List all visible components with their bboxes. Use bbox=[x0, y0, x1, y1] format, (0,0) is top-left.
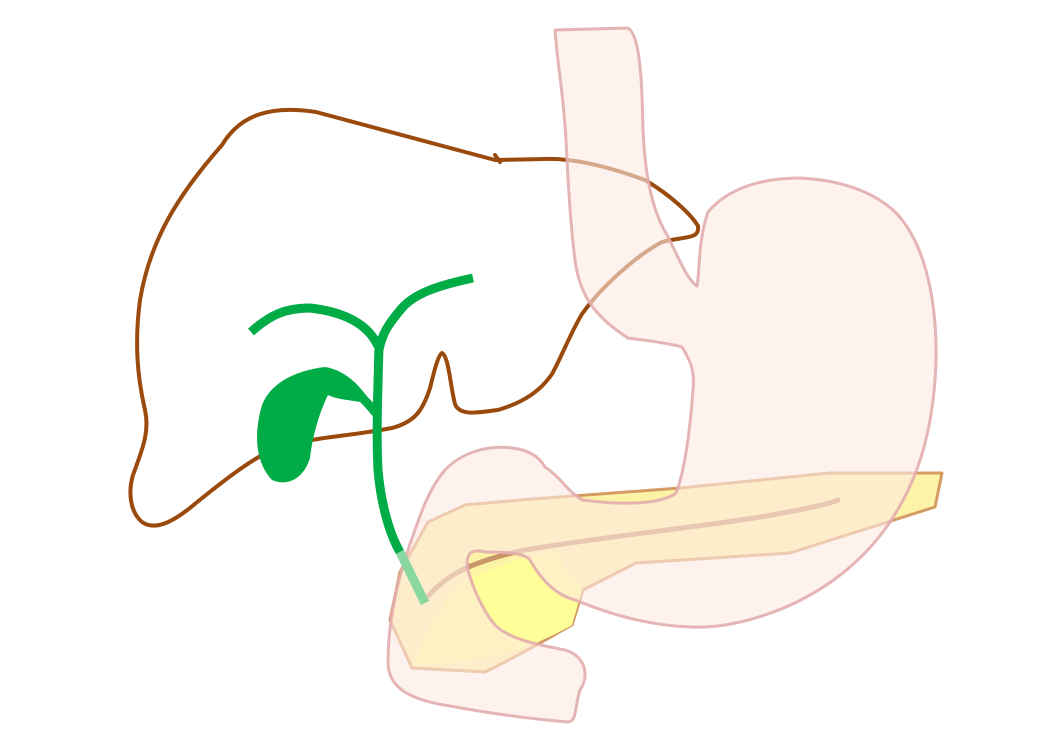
stomach bbox=[386, 26, 938, 724]
gallbladder bbox=[257, 367, 372, 483]
right-hepatic-duct bbox=[248, 303, 383, 349]
ampulla bbox=[395, 550, 430, 605]
left-hepatic-duct bbox=[374, 273, 474, 351]
cystic-duct bbox=[320, 367, 380, 417]
liver-notch bbox=[493, 153, 502, 164]
common-bile-duct bbox=[372, 344, 404, 555]
